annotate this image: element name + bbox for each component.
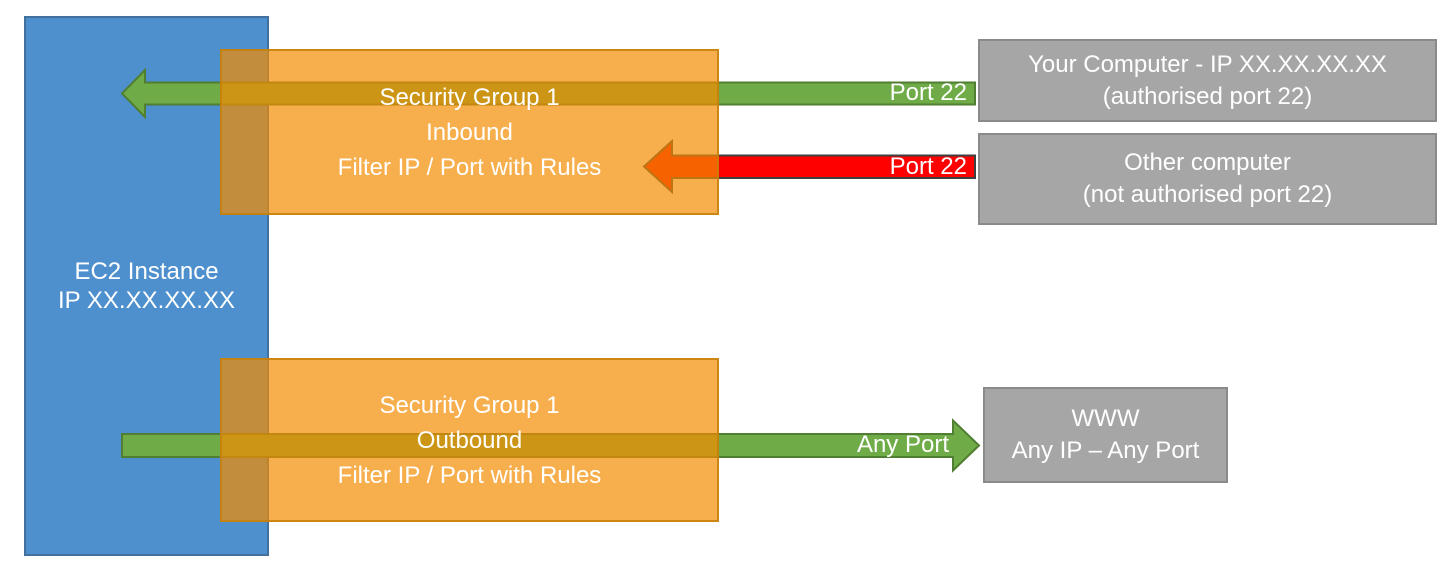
inbound-group-direction: Inbound: [426, 118, 513, 146]
www-box: WWW Any IP – Any Port: [983, 387, 1228, 483]
other-computer-title: Other computer: [1124, 149, 1291, 176]
security-group-inbound-box: Security Group 1 Inbound Filter IP / Por…: [220, 49, 719, 215]
outbound-group-title: Security Group 1: [379, 391, 560, 419]
inbound-blocked-port-label: Port 22: [889, 153, 967, 180]
your-computer-subtitle: (authorised port 22): [1102, 82, 1313, 110]
www-title: WWW: [1071, 405, 1140, 432]
your-computer-title: Your Computer - IP XX.XX.XX.XX: [1028, 50, 1387, 78]
inbound-group-description: Filter IP / Port with Rules: [337, 153, 602, 181]
security-group-outbound-box: Security Group 1 Outbound Filter IP / Po…: [220, 358, 719, 522]
inbound-group-title: Security Group 1: [379, 83, 560, 111]
outbound-group-direction: Outbound: [416, 426, 523, 454]
outbound-port-label: Any Port: [856, 431, 949, 458]
www-subtitle: Any IP – Any Port: [1011, 437, 1200, 464]
ec2-instance-name: EC2 Instance: [74, 258, 219, 285]
outbound-group-description: Filter IP / Port with Rules: [337, 461, 602, 489]
other-computer-box: Other computer (not authorised port 22): [978, 133, 1437, 225]
inbound-allowed-port-label: Port 22: [889, 79, 967, 106]
ec2-instance-ip: IP XX.XX.XX.XX: [58, 287, 235, 314]
other-computer-subtitle: (not authorised port 22): [1082, 181, 1333, 208]
your-computer-box: Your Computer - IP XX.XX.XX.XX (authoris…: [978, 39, 1437, 122]
